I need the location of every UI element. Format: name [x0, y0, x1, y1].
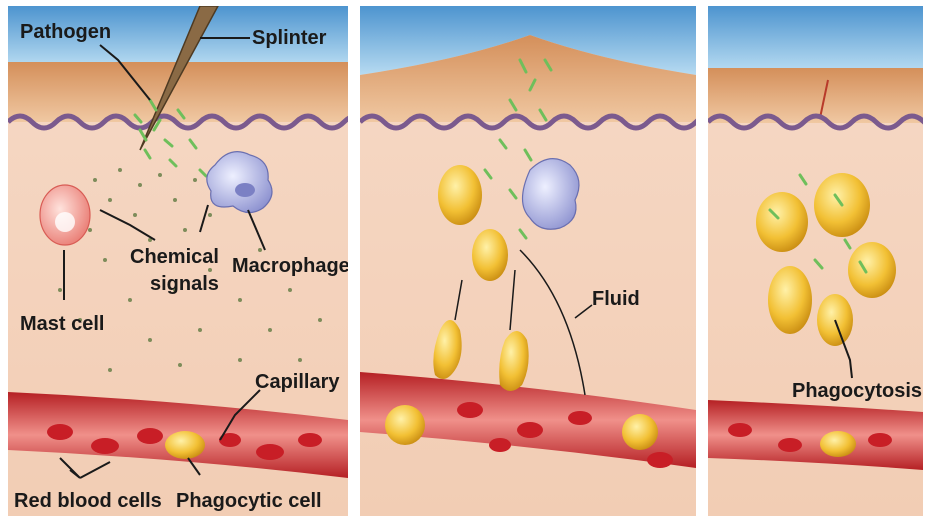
tissue-phagocyte-2: [472, 229, 508, 281]
mast-cell-nucleus: [55, 212, 75, 232]
tissue-phagocyte: [438, 165, 482, 225]
macrophage-nucleus: [235, 183, 255, 197]
phagocyte-in-vessel-2: [622, 414, 658, 450]
phagocytic-cell-label: Phagocytic cell: [176, 490, 322, 512]
phagocytosis-label: Phagocytosis: [792, 380, 922, 402]
pathogen-label: Pathogen: [20, 21, 111, 43]
panel-2: Fluid: [360, 6, 720, 516]
macrophage-cell-2: [523, 159, 580, 230]
chemical-signals-label-line1: Chemical: [130, 246, 219, 268]
fluid-label: Fluid: [592, 288, 640, 310]
chemical-signals-label-line2: signals: [150, 273, 219, 295]
phagocyte-in-vessel: [385, 405, 425, 445]
panel-1: Pathogen Splinter Chemical signals Macro…: [8, 6, 368, 516]
panel-3: Phagocytosis: [708, 6, 931, 516]
phagocyte-in-vessel-3: [820, 431, 856, 457]
splinter-label: Splinter: [252, 27, 327, 49]
phagocytic-cell: [165, 431, 205, 459]
macrophage-label: Macrophage: [232, 255, 350, 277]
sky-region-3: [708, 6, 923, 71]
red-blood-cells-label: Red blood cells: [14, 490, 162, 512]
capillary-label: Capillary: [255, 371, 340, 393]
mast-cell-label: Mast cell: [20, 313, 104, 335]
